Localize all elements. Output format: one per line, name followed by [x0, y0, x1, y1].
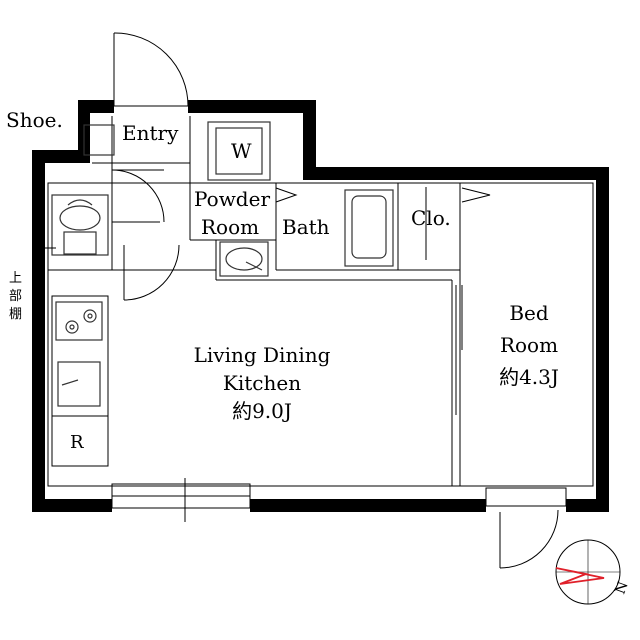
- ldk-label-1: Living Dining: [194, 343, 331, 367]
- washer-label: W: [231, 139, 252, 163]
- bathtub-icon: [344, 189, 394, 267]
- sink-icon: [57, 361, 101, 407]
- ldk-area: 約9.0J: [232, 399, 292, 423]
- fridge-box: [51, 415, 109, 467]
- sliding-door-bed: [455, 285, 463, 415]
- bed-label-1: Bed: [509, 301, 549, 325]
- shoe-cabinet: [83, 124, 115, 156]
- compass-north-label: N: [612, 579, 631, 596]
- balcony-door: [485, 487, 567, 569]
- bath-label: Bath: [282, 215, 330, 239]
- bed-label-2: Room: [500, 333, 558, 357]
- closet-label: Clo.: [411, 206, 451, 230]
- toilet-door: [111, 169, 165, 223]
- stove-icon: [55, 301, 103, 341]
- upper-shelf-char-3: 棚: [9, 307, 22, 322]
- bed-area: 約4.3J: [499, 365, 559, 389]
- inner-partitions: [47, 116, 594, 487]
- powder-room-label-1: Powder: [194, 187, 270, 211]
- shoe-label: Shoe.: [6, 108, 63, 132]
- washer-box: [207, 121, 271, 181]
- ldk-label-2: Kitchen: [223, 371, 301, 395]
- window-bottom: [111, 478, 251, 522]
- upper-shelf-char-2: 部: [9, 289, 22, 304]
- sliding-door-marks: [275, 187, 491, 260]
- fridge-label: R: [70, 432, 84, 453]
- toilet-icon: [51, 194, 109, 256]
- washbasin-icon: [219, 241, 269, 277]
- wet-zone-door: [123, 244, 180, 301]
- upper-shelf-char-1: 上: [9, 271, 22, 286]
- compass-icon: N: [555, 539, 632, 605]
- powder-room-label-2: Room: [201, 215, 259, 239]
- entry-door: [113, 32, 189, 107]
- entry-label: Entry: [122, 121, 179, 145]
- outer-walls: [32, 100, 609, 512]
- upper-shelf-leader: [35, 247, 56, 255]
